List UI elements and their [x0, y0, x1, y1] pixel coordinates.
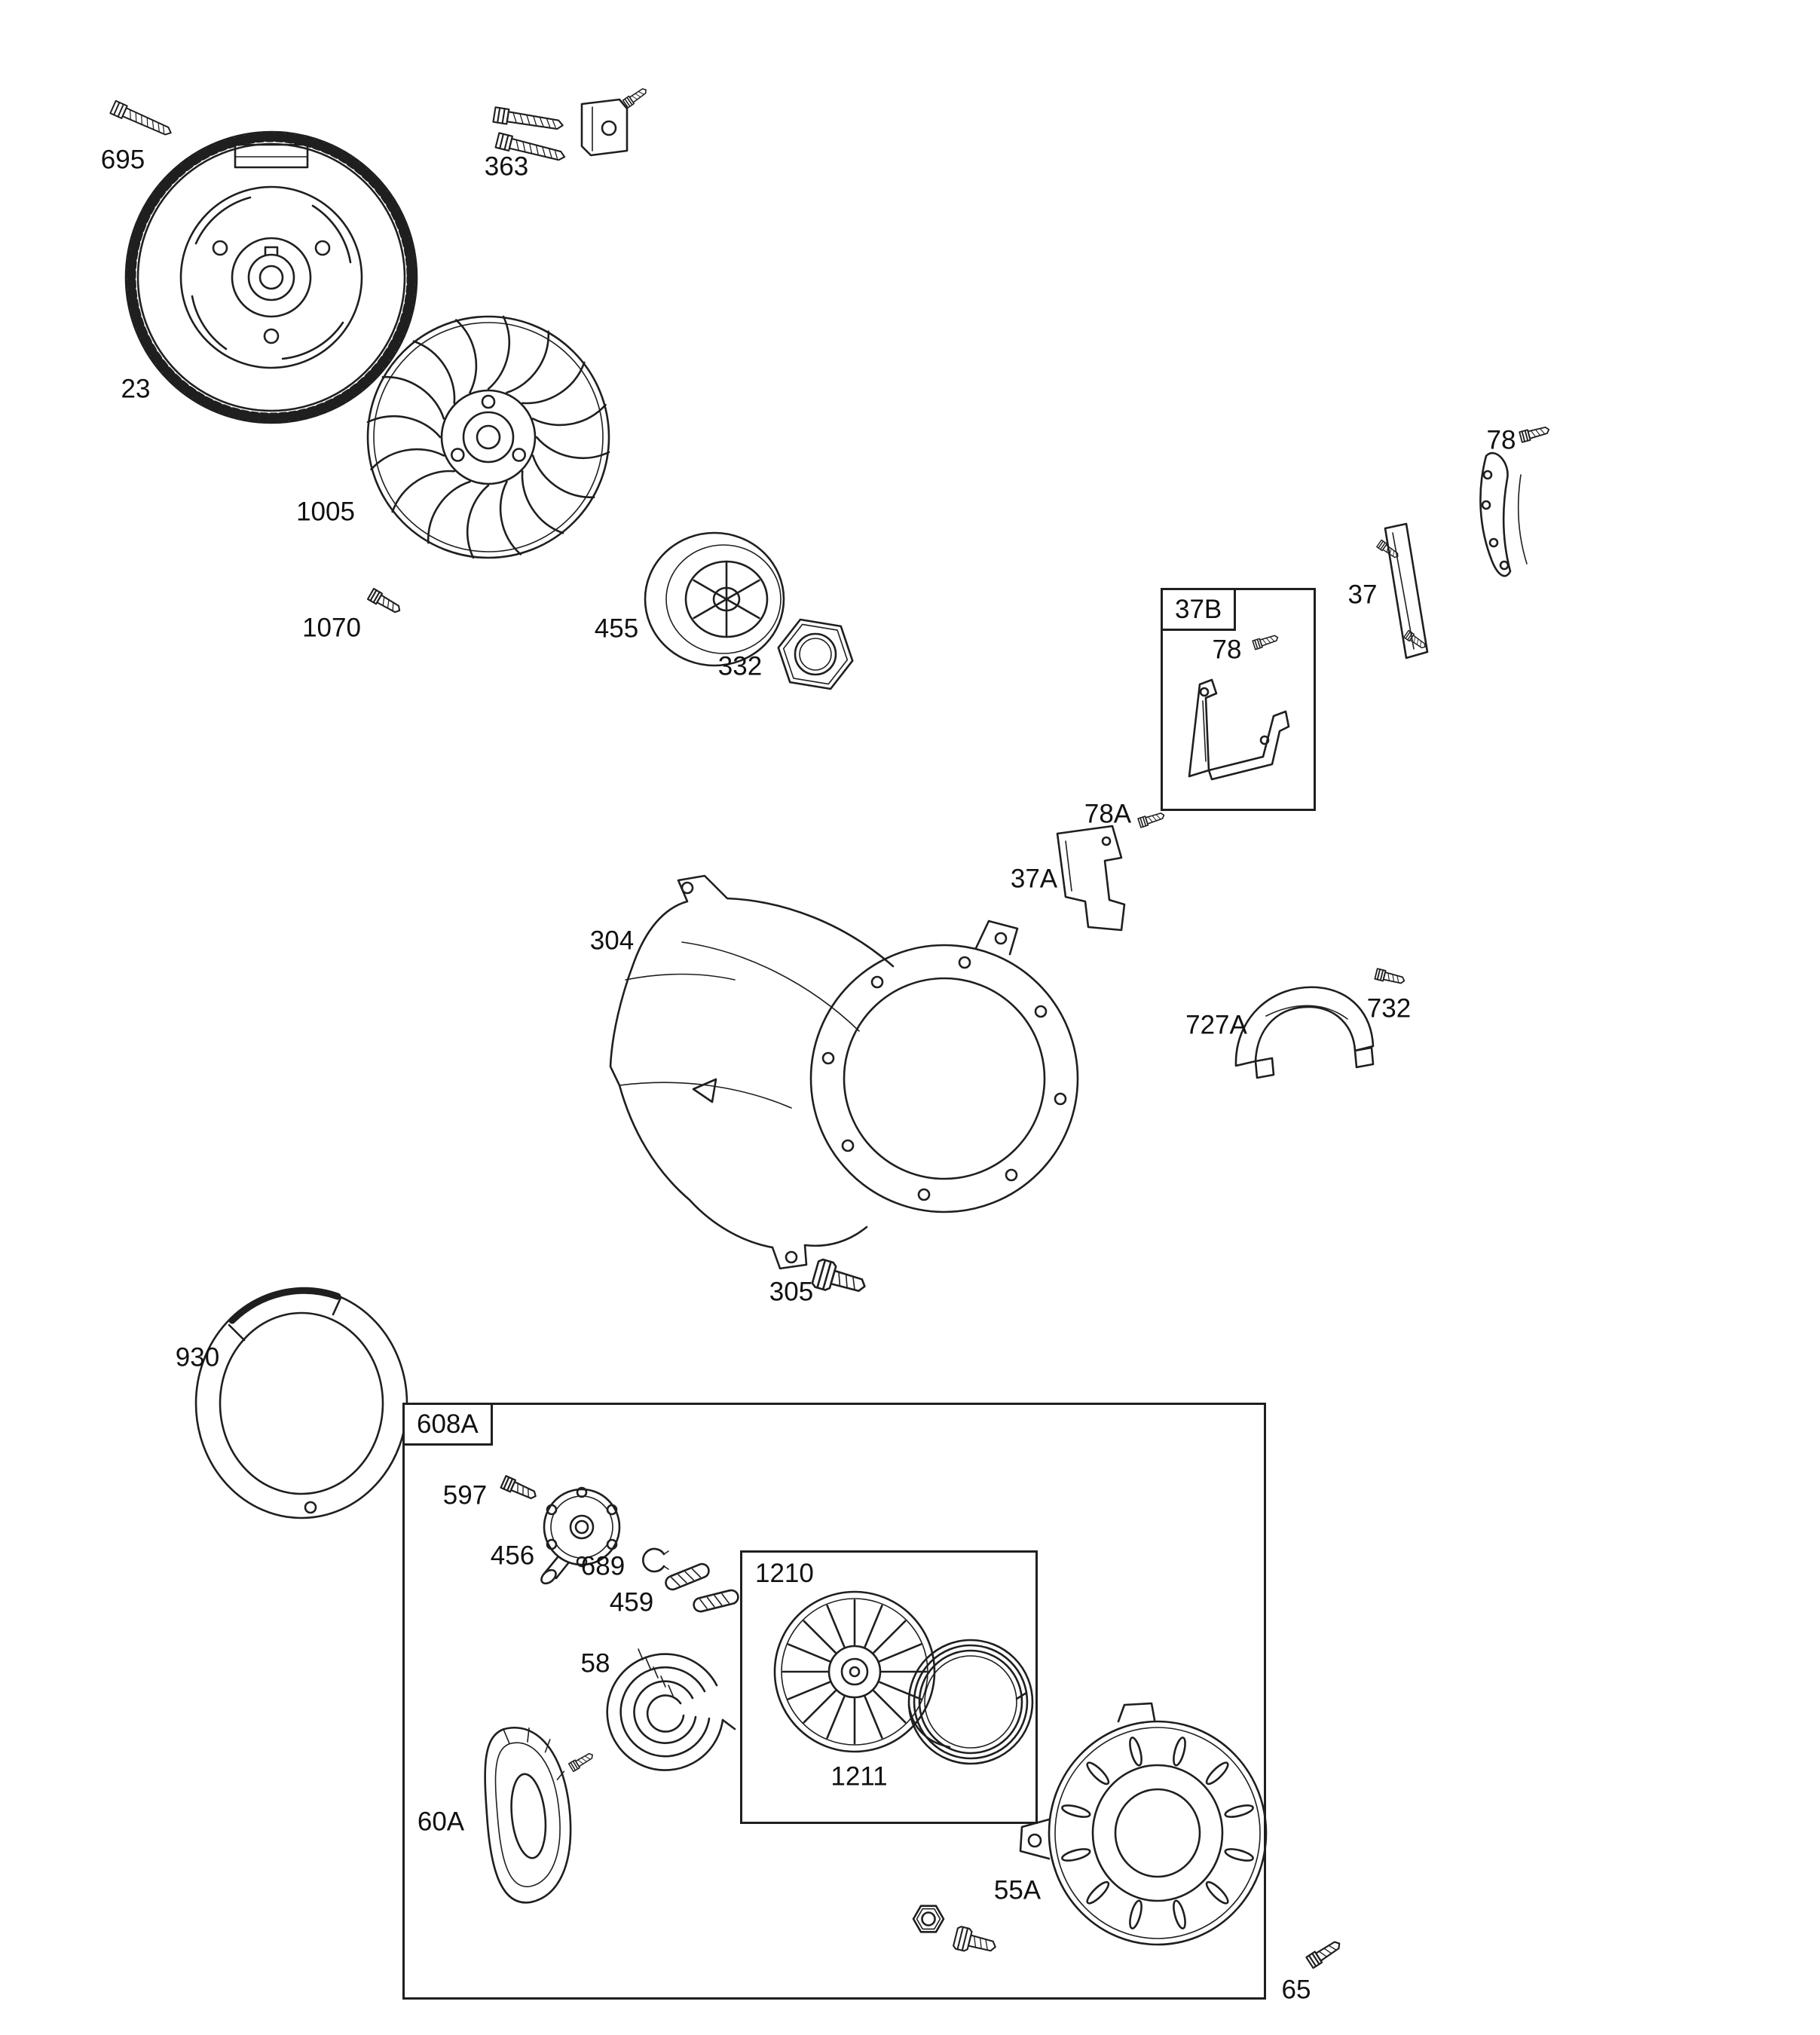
screw-695	[109, 99, 175, 140]
hex-nut	[912, 1905, 945, 1933]
callout-1005: 1005	[296, 497, 355, 527]
callout-55A: 55A	[993, 1875, 1042, 1905]
callout-689: 689	[580, 1551, 626, 1581]
flywheel-nut-332	[777, 618, 854, 690]
callout-1070: 1070	[302, 613, 361, 643]
screw-78A	[1137, 809, 1167, 828]
callout-363: 363	[484, 151, 529, 182]
flywheel-23	[124, 130, 418, 424]
group-box-1210	[740, 1550, 1038, 1824]
callout-332: 332	[717, 651, 763, 681]
callout-23: 23	[121, 374, 151, 404]
callout-732: 732	[1366, 993, 1412, 1024]
starter-cup-455	[644, 531, 785, 667]
gasket-strip-37	[1479, 451, 1528, 577]
retaining-ring-689	[642, 1547, 669, 1573]
group-box-608A	[402, 1403, 1266, 2000]
callout-58: 58	[580, 1648, 610, 1678]
callout-455: 455	[594, 614, 639, 644]
callout-597: 597	[442, 1480, 488, 1510]
callout-304: 304	[589, 926, 635, 956]
pawl-459-a	[665, 1562, 710, 1591]
cover-bracket-37B	[1188, 678, 1290, 781]
starter-adapter-60A	[484, 1727, 595, 1904]
rewind-housing-55A	[1019, 1702, 1268, 1946]
callout-65: 65	[1281, 1975, 1311, 2005]
callout-456: 456	[490, 1541, 535, 1571]
group-box-37B	[1161, 588, 1316, 811]
screw-65	[1305, 1937, 1344, 1969]
callout-459: 459	[609, 1587, 654, 1617]
bolt-305	[810, 1257, 870, 1302]
cover-bracket-37A	[1056, 825, 1126, 932]
callout-695: 695	[100, 145, 145, 175]
cover-bracket-37	[1376, 522, 1429, 659]
flywheel-fan-1005	[366, 315, 610, 559]
callout-305: 305	[769, 1277, 814, 1307]
screw-732	[1374, 968, 1406, 987]
group-label-608A: 608A	[402, 1403, 493, 1446]
governor-bracket-363	[492, 85, 650, 165]
starter-clutch-456	[540, 1486, 621, 1585]
screw-78-37B	[1252, 632, 1280, 650]
callout-78-37B: 78	[1212, 635, 1242, 665]
callout-1210: 1210	[755, 1559, 814, 1588]
group-label-37B: 37B	[1161, 588, 1237, 631]
screw-1070	[366, 588, 404, 617]
callout-1211: 1211	[830, 1761, 888, 1792]
callout-60A: 60A	[417, 1807, 465, 1837]
callout-727A: 727A	[1185, 1010, 1247, 1040]
callout-930: 930	[175, 1342, 220, 1372]
hex-bolt	[952, 1925, 999, 1959]
callout-78A: 78A	[1084, 799, 1132, 829]
callout-37A: 37A	[1010, 864, 1058, 894]
cylinder-shield-727A	[1234, 986, 1375, 1079]
starter-pulley-1210	[773, 1590, 936, 1753]
callout-37: 37	[1347, 580, 1378, 610]
callout-78-upper: 78	[1486, 425, 1516, 455]
blower-housing-304	[609, 874, 1079, 1270]
flywheel-retainer-930	[194, 1287, 408, 1519]
spring-58	[606, 1648, 736, 1771]
rewind-spring-1211	[907, 1639, 1034, 1765]
pawl-459-b	[693, 1589, 739, 1613]
screw-78-upper	[1519, 424, 1551, 443]
screw-597	[500, 1475, 540, 1503]
